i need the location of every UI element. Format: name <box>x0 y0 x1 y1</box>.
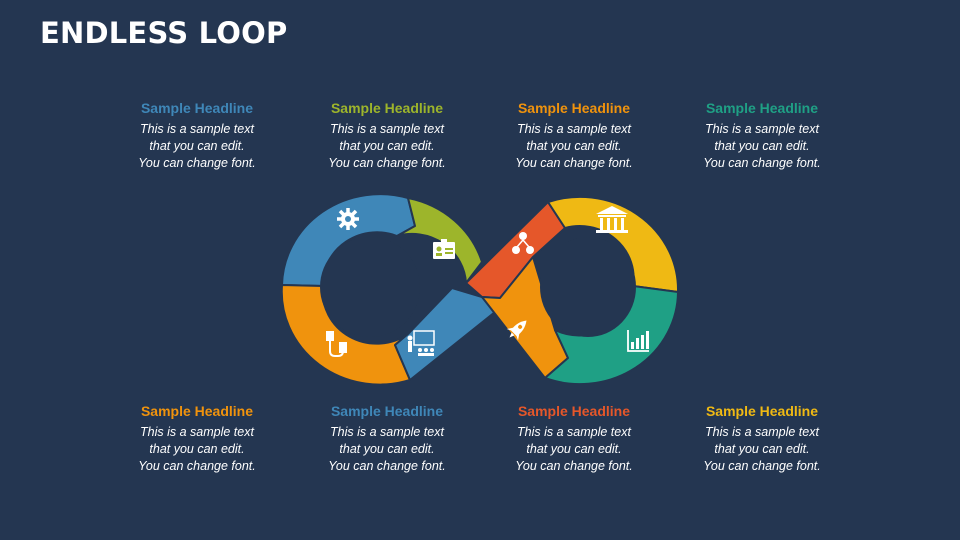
page-title: ENDLESS LOOP <box>40 16 288 50</box>
headline: Sample Headline <box>330 403 444 419</box>
network-icon <box>512 232 534 254</box>
headline: Sample Headline <box>330 100 444 116</box>
headline: Sample Headline <box>517 403 631 419</box>
usb-cable-icon <box>326 331 347 357</box>
headline: Sample Headline <box>517 100 631 116</box>
headline: Sample Headline <box>705 403 819 419</box>
headline: Sample Headline <box>140 100 254 116</box>
loop-segment-yellow <box>547 195 680 293</box>
headline: Sample Headline <box>705 100 819 116</box>
loop-segment-green <box>396 197 483 284</box>
bar-chart-icon <box>627 330 649 352</box>
headline: Sample Headline <box>140 403 254 419</box>
bank-icon <box>596 206 628 233</box>
rocket-icon <box>506 320 527 341</box>
gear-icon <box>337 208 359 230</box>
presentation-icon <box>407 330 435 356</box>
id-card-icon <box>433 239 455 259</box>
